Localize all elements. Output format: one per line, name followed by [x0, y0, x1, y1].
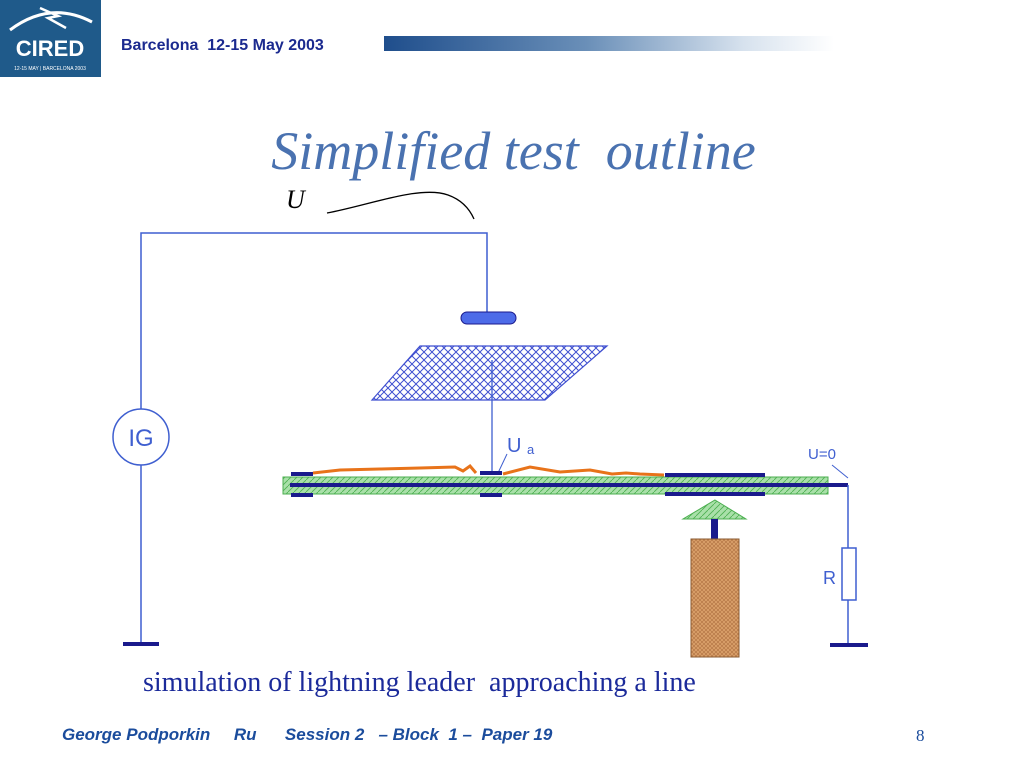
impulse-generator: [112, 408, 170, 466]
supply-wire: [140, 232, 488, 412]
u0-label: U=0: [808, 446, 836, 463]
support-insulator: [681, 499, 748, 520]
resistor: [841, 547, 857, 601]
resistor-label: R: [823, 568, 836, 588]
logo-text: CIRED: [16, 36, 84, 61]
right-electrode-bottom: [665, 492, 765, 496]
mid-electrode-top: [480, 471, 502, 475]
cired-logo: CIRED 12-15 MAY | BARCELONA 2003: [0, 0, 101, 77]
generator-label: IG: [128, 425, 153, 452]
support-stem: [711, 519, 718, 539]
slide-title: Simplified test outline: [0, 58, 1000, 182]
slide-title-text: Simplified test outline: [271, 121, 756, 181]
page-number: 8: [916, 726, 925, 745]
discharge-trace-left: [312, 463, 478, 475]
mesh-plane: [370, 345, 609, 401]
mid-electrode-bottom: [480, 493, 502, 497]
hv-electrode: [460, 311, 517, 325]
logo-subtext: 12-15 MAY | BARCELONA 2003: [14, 66, 86, 72]
end-electrode-left-top: [291, 472, 313, 476]
conference-label: Barcelona 12-15 May 2003: [121, 37, 324, 54]
footer-info: George Podporkin Ru Session 2 – Block 1 …: [62, 725, 553, 744]
discharge-trace-right: [502, 465, 665, 477]
support-pole: [690, 538, 740, 658]
ua-label: U: [507, 435, 521, 457]
right-electrode-top: [665, 473, 765, 477]
diagram-caption: simulation of lightning leader approachi…: [143, 667, 696, 698]
header-gradient-bar: [384, 36, 834, 51]
voltage-label: U: [286, 185, 307, 214]
end-electrode-left-bottom: [291, 493, 313, 497]
ua-subscript: a: [527, 442, 535, 457]
voltage-waveform: [326, 191, 475, 220]
